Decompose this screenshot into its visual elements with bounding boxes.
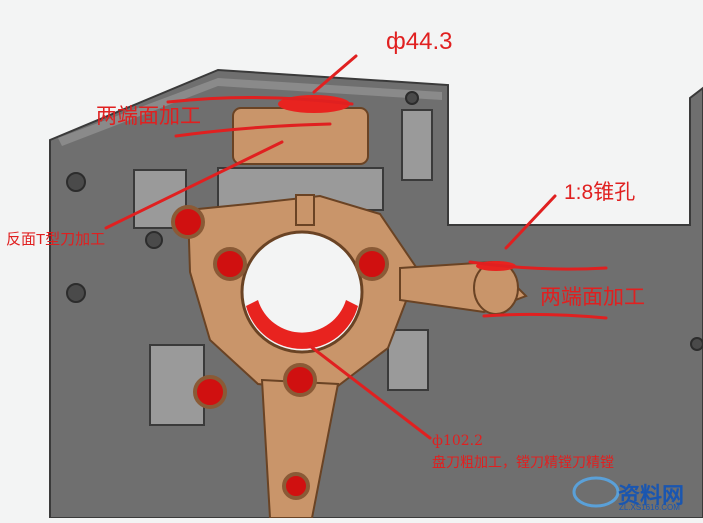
annotation-both-ends-right: 两端面加工: [540, 285, 645, 309]
bore-highlight: [246, 300, 358, 349]
annotation-reverse-t-cutter: 反面T型刀加工: [6, 231, 106, 248]
watermark-text: 资料网: [618, 483, 685, 508]
markup-strokes: [104, 54, 608, 440]
watermark-logo: [572, 476, 620, 508]
clamp-blocks: [133, 109, 433, 426]
annotation-both-ends-top: 两端面加工: [96, 104, 201, 128]
annotation-bore-process: 盘刀粗加工，镗刀精镗刀精镗: [432, 455, 614, 471]
annotation-phi44: ф44.3: [386, 28, 453, 55]
locating-pins: [171, 205, 389, 500]
watermark-url: ZL.XS1616.COM: [619, 503, 680, 512]
annotation-taper-hole: 1:8锥孔: [564, 181, 636, 204]
plate-top-edge: [58, 78, 442, 146]
annotation-phi102: ф102.2: [432, 433, 484, 449]
